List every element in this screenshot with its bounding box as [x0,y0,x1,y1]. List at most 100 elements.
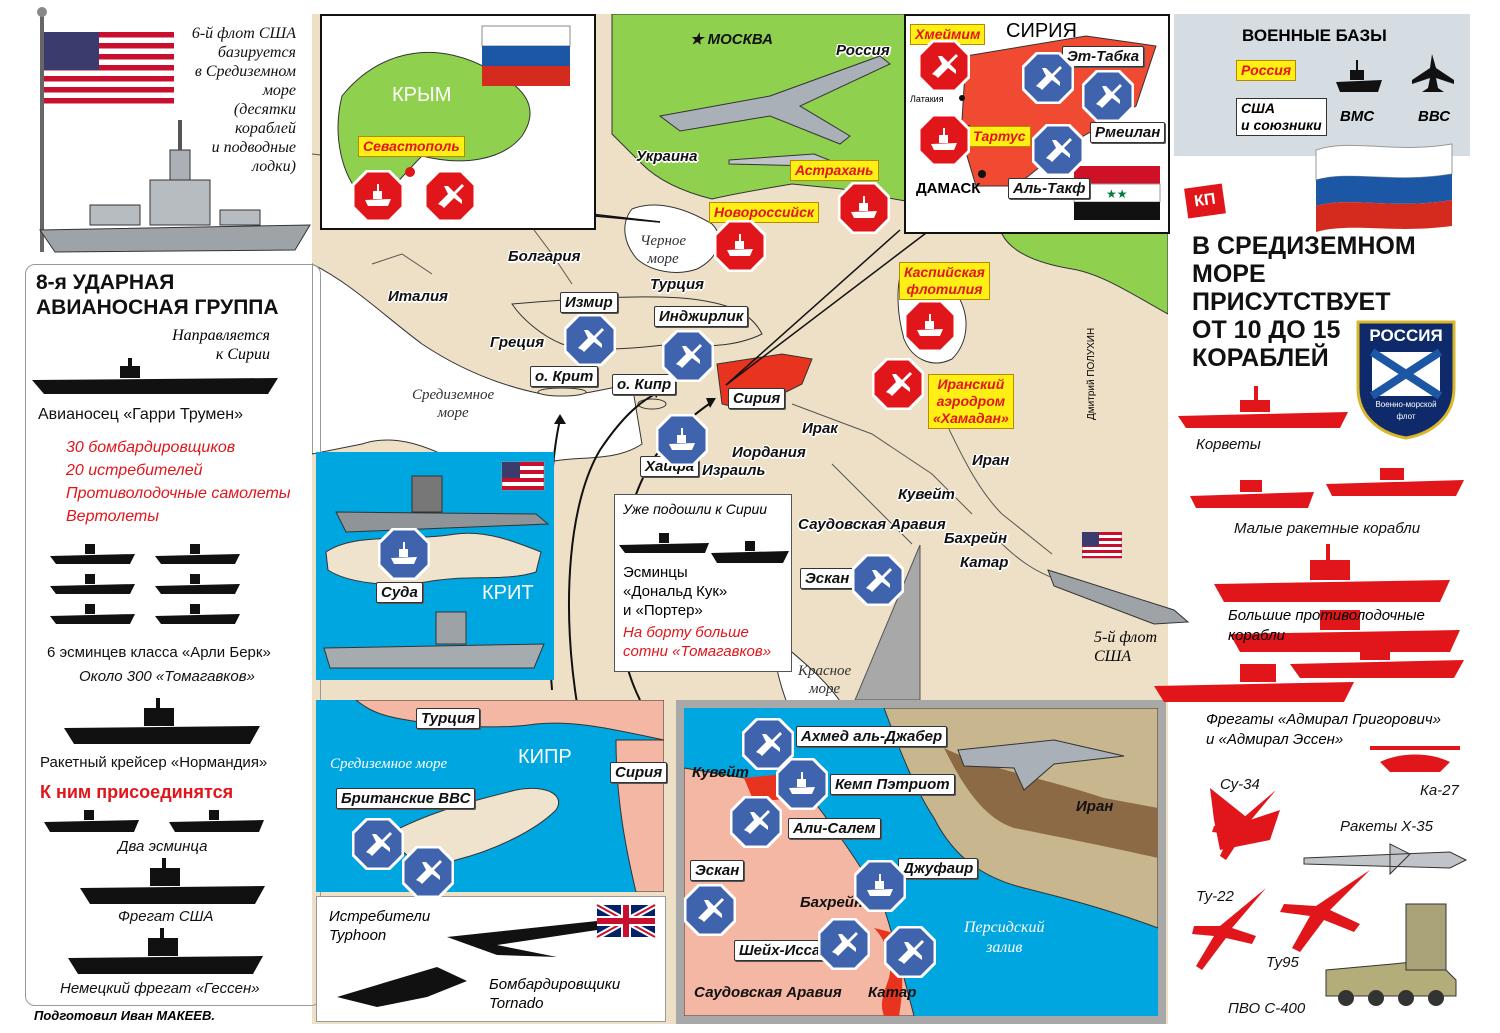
syria-inset-label: СИРИЯ [1006,20,1077,42]
crete-tag: о. Крит [530,366,599,387]
two-destroyers-silhouettes [44,810,264,832]
credit: Подготовил Иван МАКЕЕВ. [34,1008,215,1023]
us-base-marker [742,718,794,770]
arrived-title: Уже подошли к Сирии [623,501,768,517]
sixth-fleet-line: (десятки [233,101,296,118]
tabqa-tag: Эт-Табка [1062,46,1145,67]
iran-gulf-label: Иран [1076,798,1114,815]
country-qatar: Катар [960,554,1009,571]
tomahawks-label: Около 300 «Томагавков» [79,668,255,685]
jet-icon [1046,138,1072,162]
us-base-marker [1082,70,1134,122]
jet-icon [578,328,604,352]
tornado-line: Бомбардировщики [489,976,621,993]
black-sea-line: море [647,251,679,267]
arrived-cargo-line: На борту больше [623,624,749,641]
s400-launcher-icon [1325,903,1457,1006]
jaber-tag: Ахмед аль-Джабер [796,726,948,747]
carrier-aircraft: 30 бомбардировщиков 20 истребителей Прот… [66,436,291,528]
cruiser-label: Ракетный крейсер «Нормандия» [40,754,268,771]
legend-navy-label: ВМС [1340,108,1375,125]
sixth-fleet-line: базируется [217,44,296,61]
crete-inset-label: КРИТ [482,582,534,604]
country-bahrain: Бахрейн [944,530,1008,547]
black-sea-line: Черное [640,233,687,249]
arrived-ships-line: «Дональд Кук» [623,583,728,600]
us-base-marker [1032,124,1084,176]
cyprus-syria-tag: Сирия [610,762,668,783]
asw-line: корабли [1228,627,1286,644]
su34-label: Су-34 [1220,776,1260,793]
crimea-label: КРЫМ [392,84,452,106]
tartus-tag: Тартус [968,126,1031,147]
group-title-line: 8-я УДАРНАЯ [36,271,175,294]
legend-title: ВОЕННЫЕ БАЗЫ [1242,26,1387,45]
arrived-cargo: На борту больше сотни «Томагавков» [623,623,771,661]
us-base-marker [854,860,906,912]
country-turkey: Турция [650,276,704,293]
country-israel: Израиль [702,462,766,479]
frigates-line: Фрегаты «Адмирал Григорович» [1206,711,1442,728]
sevastopol-tag: Севастополь [358,136,465,157]
cyprus-inset-label: КИПР [518,746,572,768]
country-bulgaria: Болгария [508,248,581,265]
ship-icon [727,234,753,256]
jet-icon [366,832,392,856]
headline-line: МОРЕ [1192,260,1266,288]
damascus-label: ДАМАСК [916,180,981,197]
carrier-name: Авианосец «Гарри Трумен» [38,406,244,423]
german-frigate-label: Немецкий фрегат «Гессен» [60,980,260,997]
us-base-marker [662,330,714,382]
us-base-marker [818,918,870,970]
us-base-marker [564,314,616,366]
jet-icon [898,940,924,964]
fifth-fleet-text: 5-й флот США [1094,628,1157,666]
country-iraq: Ирак [802,420,838,437]
legend-box: ВОЕННЫЕ БАЗЫ Россия США и союзники ВМС В… [1174,14,1470,156]
novorossiysk-tag: Новороссийск [709,202,819,223]
incirlik-tag: Инджирлик [654,306,749,327]
arrived-ships-text: Эсминцы «Дональд Кук» и «Портер» [623,563,727,620]
med-sea-line: Средиземное [412,387,495,403]
kh35-missile-icon [1303,843,1468,876]
asw-line: Большие противолодочные [1228,607,1425,624]
khmeimim-tag: Хмеймим [910,24,986,45]
headline-line: КОРАБЛЕЙ [1192,344,1329,372]
us-base-marker [776,758,828,810]
ka27-label: Ка-27 [1420,782,1459,799]
russian-base-marker [424,170,476,222]
heading-to-line: Направляется [172,327,270,344]
ali-salem-tag: Али-Салем [788,818,881,839]
taqaddum-tag: Аль-Такф [1008,178,1091,199]
caspian-tag: Каспийская флотилия [899,262,990,300]
red-sea-label: Красное море [798,662,851,698]
russian-base-marker [714,220,766,272]
typhoon-line: Истребители [329,908,431,925]
caspian-line: Каспийская [904,264,985,280]
kuwait-gulf-label: Кувейт [692,764,749,781]
caspian-line: флотилия [906,281,983,297]
corvettes-label: Корветы [1196,436,1261,453]
country-saudi: Саудовская Аравия [798,516,946,533]
tu95-label: Ту95 [1266,954,1299,971]
fifth-fleet-line: 5-й флот [1094,629,1158,646]
frigates-line: и «Адмирал Эссен» [1206,731,1344,748]
russian-base-marker [838,182,890,234]
country-jordan: Иордания [732,444,806,461]
us-frigate-silhouette [80,858,265,904]
arrived-box: Уже подошли к Сирии Эсминцы «Дональд Кук… [614,494,792,672]
tu22-jet-icon [1192,888,1266,970]
russian-base-marker [904,300,956,352]
jet-icon [438,184,464,208]
russian-base-marker [918,40,970,92]
badge-line2: флот [1396,412,1416,421]
fifth-fleet-line: США [1094,648,1132,665]
jufair-tag: Джуфаир [898,858,979,879]
badge-title: РОССИЯ [1369,326,1443,345]
kp-logo: КП [1184,183,1226,219]
group-title: 8-я УДАРНАЯ АВИАНОСНАЯ ГРУППА [36,270,279,320]
moscow-text: МОСКВА [707,31,773,48]
us-base-marker [656,414,708,466]
persian-gulf-line: Персидский [964,919,1045,936]
frigates-label: Фрегаты «Адмирал Григорович» и «Адмирал … [1206,710,1441,750]
